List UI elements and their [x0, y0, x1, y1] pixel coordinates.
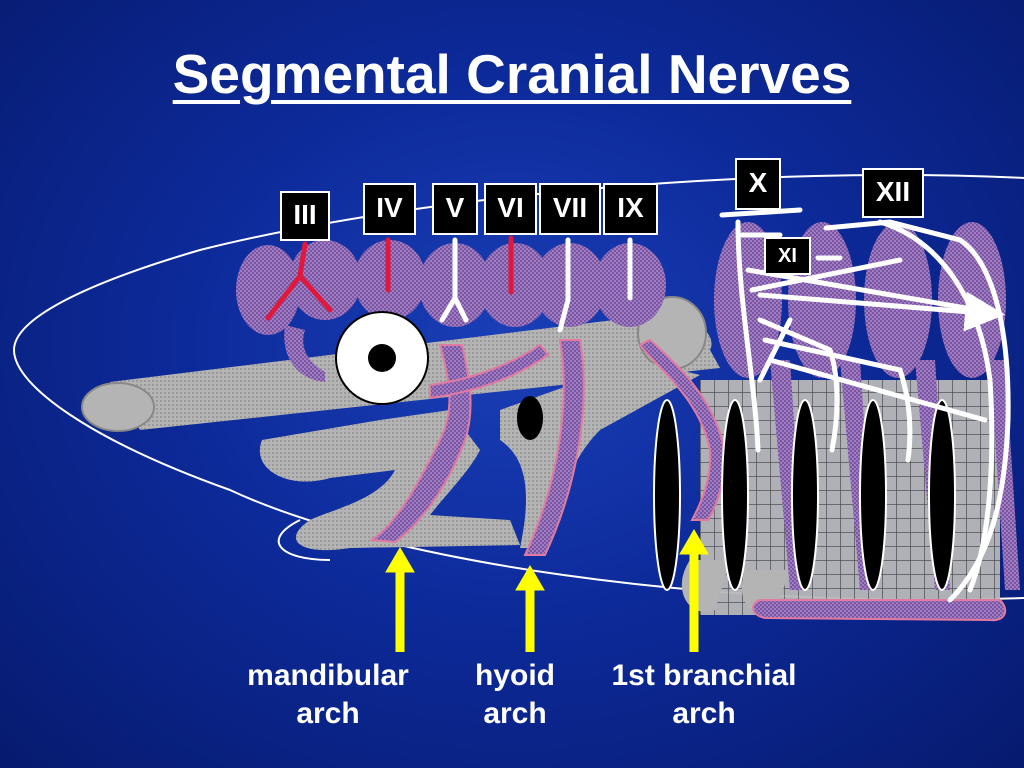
nerve-label-III: III	[280, 191, 330, 241]
nerve-label-XI: XI	[764, 237, 811, 275]
motor-nerves	[265, 235, 514, 321]
mouth-line	[277, 519, 331, 561]
nerve-label-VII: VII	[539, 183, 601, 235]
hypobranchial-muscle	[752, 599, 1007, 622]
nerve-label-VI: VI	[484, 183, 537, 235]
nasal-capsule	[81, 382, 155, 432]
arch-label-mandibular-line2: arch	[296, 697, 360, 730]
mandibular-arch-muscle	[369, 344, 472, 544]
gill-slits	[653, 399, 956, 591]
nerve-III-line	[265, 241, 333, 321]
nerve-XII-line	[823, 219, 1011, 603]
somitomeres	[236, 240, 666, 382]
arch-label-hyoid-line2: arch	[483, 697, 547, 730]
branchial-arrow-head	[679, 529, 709, 555]
arch-label-mandibular: mandibular arch	[228, 657, 428, 733]
eye	[335, 311, 429, 405]
spiracle	[517, 396, 543, 440]
mandibular-muscle-upper	[429, 343, 550, 400]
nerve-VII-line	[557, 237, 571, 333]
arch-label-branchial: 1st branchial arch	[592, 657, 816, 733]
nerve-label-X: X	[735, 158, 781, 210]
branchial-arch-muscle-1	[638, 338, 725, 521]
nerve-V-line	[439, 237, 469, 323]
nerve-label-IV: IV	[363, 183, 416, 235]
branchial-nerves	[439, 207, 1011, 603]
hyoid-arch-muscle	[523, 339, 585, 556]
mandibular-arrow-head	[385, 547, 415, 573]
nerve-X-branches	[719, 207, 1003, 463]
arch-label-branchial-line1: 1st branchial	[611, 659, 797, 692]
nerve-label-V: V	[432, 183, 478, 235]
nerve-X-main	[735, 219, 761, 453]
arch-label-mandibular-line1: mandibular	[247, 659, 409, 692]
arch-label-branchial-line2: arch	[672, 697, 736, 730]
nerve-label-XII: XII	[862, 168, 924, 218]
slide-title: Segmental Cranial Nerves	[172, 43, 852, 105]
arch-label-hyoid: hyoid arch	[450, 657, 580, 733]
hyoid-arrow-head	[515, 565, 545, 591]
nerve-label-IX: IX	[603, 183, 658, 235]
nerve-XII-arrow	[757, 291, 1005, 332]
arch-arrows	[385, 529, 709, 652]
arch-label-hyoid-line1: hyoid	[475, 659, 555, 692]
